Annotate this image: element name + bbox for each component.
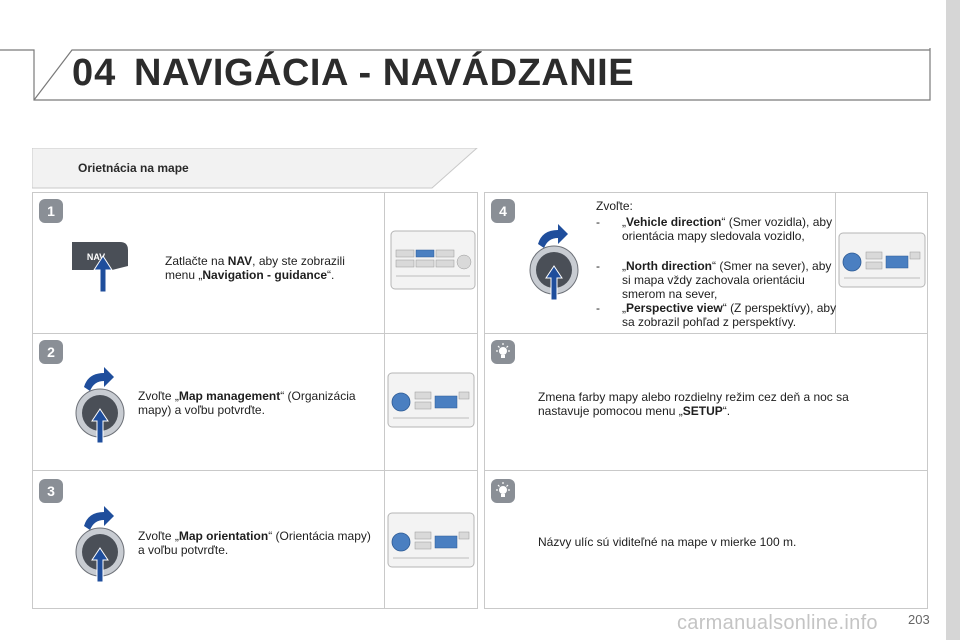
rotary-knob-push-illustration — [529, 224, 579, 301]
chapter-title: NAVIGÁCIA - NAVÁDZANIE — [134, 52, 635, 94]
step-2-text: Zvoľte „Map management“ (Organizácia map… — [138, 389, 356, 417]
rotary-knob-push-illustration — [75, 367, 125, 444]
svg-text:3: 3 — [47, 483, 55, 499]
step-3-text: Zvoľte „Map orientation“ (Orientácia map… — [138, 529, 371, 557]
step-1-text: Zatlačte na NAV, aby ste zobrazili menu … — [165, 254, 345, 282]
nav-button-illustration: NAV — [72, 242, 128, 293]
step-1-badge: 1 — [38, 198, 64, 224]
svg-text:2: 2 — [47, 344, 55, 360]
header-frame — [0, 48, 931, 101]
radio-panel-thumbnail — [387, 372, 475, 428]
svg-text:NAV: NAV — [87, 252, 105, 262]
section-tab — [32, 148, 478, 189]
option-vehicle-direction: - „Vehicle direction“ (Smer vozidla), ab… — [596, 215, 833, 243]
column-divider — [835, 192, 836, 333]
column-divider — [384, 192, 385, 609]
tip-setup-text: Zmena farby mapy alebo rozdielny režim c… — [538, 390, 849, 418]
svg-text:1: 1 — [47, 203, 55, 219]
row-divider — [484, 333, 928, 334]
tip-street-names-text: Názvy ulíc sú viditeľné na mape v mierke… — [538, 535, 797, 549]
chapter-number: 04 — [72, 52, 117, 94]
row-divider — [484, 470, 928, 471]
option-north-direction: - „North direction“ (Smer na sever), aby… — [596, 259, 832, 301]
radio-panel-thumbnail — [387, 512, 475, 568]
row-divider — [32, 333, 478, 334]
watermark: carmanualsonline.info — [677, 612, 878, 634]
lightbulb-icon — [491, 340, 515, 364]
page-edge-strip — [946, 0, 960, 640]
radio-panel-thumbnail — [838, 232, 926, 288]
row-divider — [32, 470, 478, 471]
step-2-badge: 2 — [38, 339, 64, 365]
step-3-badge: 3 — [38, 478, 64, 504]
radio-panel-thumbnail — [390, 230, 476, 290]
rotary-knob-push-illustration — [75, 506, 125, 583]
step-4-intro: Zvoľte: — [596, 199, 633, 213]
step-4-badge: 4 — [490, 198, 516, 224]
lightbulb-icon — [491, 479, 515, 503]
section-title: Orietnácia na mape — [78, 161, 189, 175]
page-number: 203 — [908, 612, 930, 627]
svg-text:4: 4 — [499, 203, 507, 219]
option-perspective-view: - „Perspective view“ (Z perspektívy), ab… — [596, 301, 837, 329]
